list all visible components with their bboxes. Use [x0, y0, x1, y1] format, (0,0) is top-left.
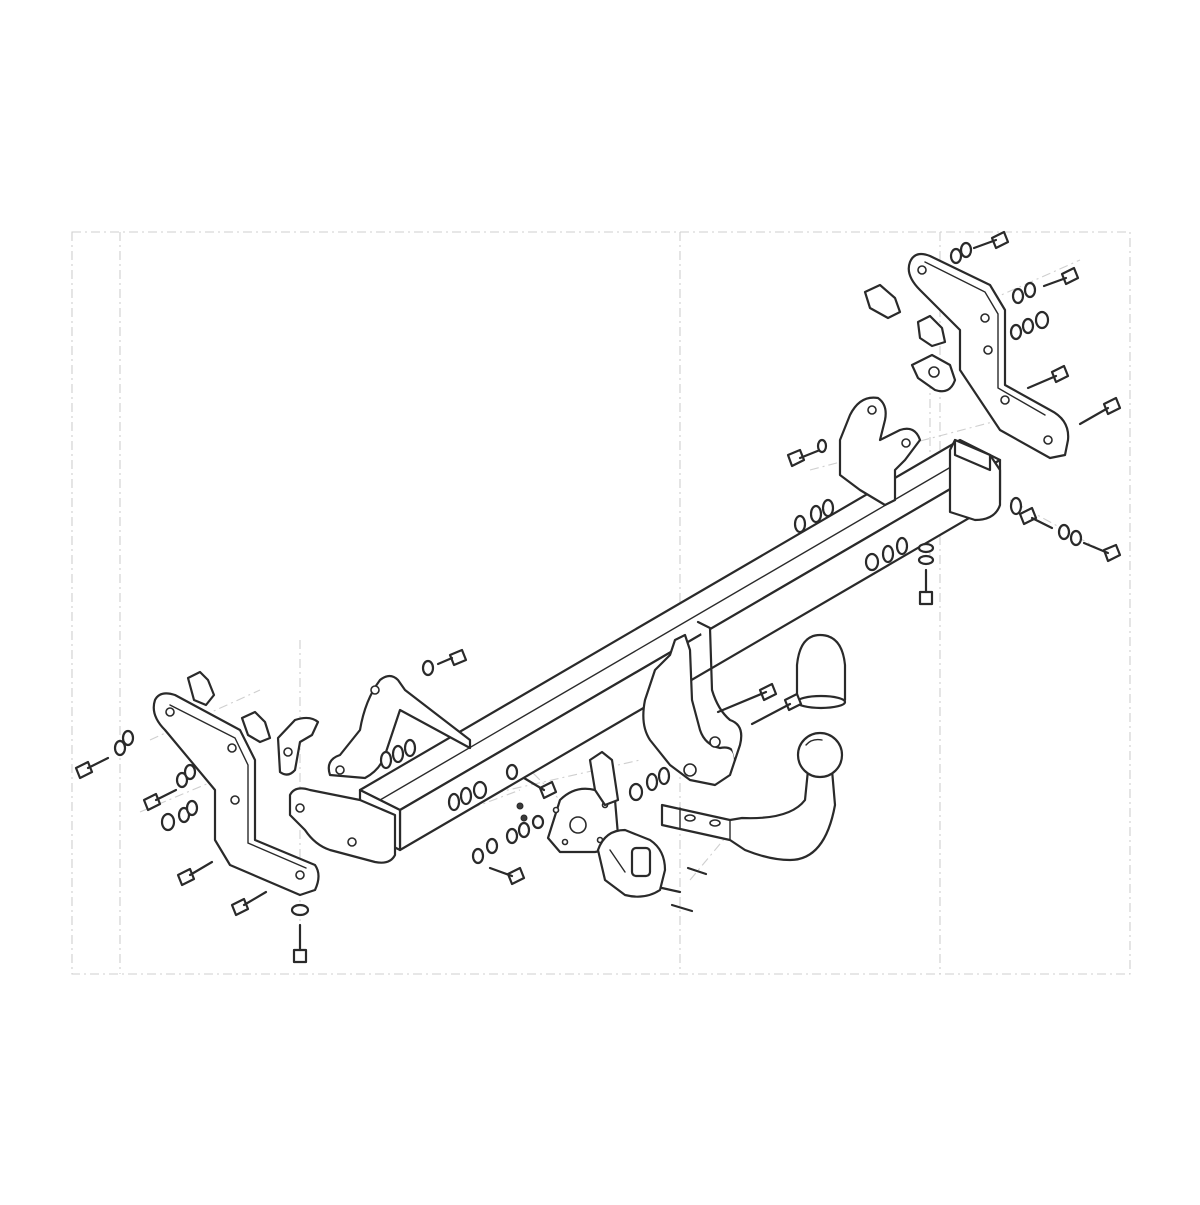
right-clips: [863, 283, 957, 393]
washer: [793, 514, 807, 534]
left-clips: [186, 670, 272, 744]
nut: [531, 814, 545, 830]
left-inner-plate: [288, 674, 472, 864]
nut: [520, 814, 528, 822]
left-bracket: [152, 692, 320, 897]
washer: [657, 766, 671, 786]
washer: [959, 241, 973, 259]
bolt: [750, 692, 803, 726]
washer: [1011, 287, 1025, 305]
washer: [917, 542, 935, 554]
washer: [403, 738, 417, 758]
bolt: [972, 230, 1010, 250]
beam-end-cap-right: [948, 438, 1002, 522]
washer: [485, 837, 499, 855]
washer: [949, 247, 963, 265]
right-inner-bracket: [838, 396, 922, 507]
washer: [895, 536, 909, 556]
right-bracket: [907, 252, 1070, 460]
bolt: [1078, 396, 1122, 426]
bolt: [716, 682, 778, 714]
washer: [1009, 496, 1023, 516]
washer: [1021, 317, 1035, 335]
nut: [864, 552, 880, 572]
tow-ball-neck: [660, 768, 837, 862]
bolt: [1082, 541, 1122, 563]
tow-ball: [796, 731, 844, 779]
bolt: [292, 923, 308, 964]
bolt: [786, 448, 822, 468]
bolt: [142, 788, 178, 812]
washer: [183, 763, 197, 781]
bolt: [1026, 364, 1070, 390]
washer: [917, 554, 935, 566]
bolt: [660, 886, 682, 894]
bolt: [74, 756, 110, 780]
washer: [121, 729, 135, 747]
washer: [881, 544, 895, 564]
nut: [516, 802, 524, 810]
washer: [290, 903, 310, 917]
bolt: [436, 648, 468, 667]
bolt: [918, 568, 934, 606]
washer: [505, 827, 519, 845]
washer: [391, 744, 405, 764]
washer: [379, 750, 393, 770]
bolt: [230, 890, 268, 917]
bolt: [686, 866, 708, 876]
bolt: [1042, 266, 1080, 288]
bolt: [176, 860, 214, 887]
washer: [185, 799, 199, 817]
washer: [505, 763, 519, 781]
washer: [821, 498, 835, 518]
bolt: [522, 776, 558, 800]
washer: [459, 786, 473, 806]
bolts: [74, 230, 1122, 964]
bolt: [488, 866, 526, 886]
washers-and-nuts: [113, 241, 1083, 917]
washer: [1023, 281, 1037, 299]
nut: [472, 780, 488, 800]
washer: [1009, 323, 1023, 341]
electrical-socket: [596, 828, 667, 898]
washer: [421, 659, 435, 677]
washer: [816, 438, 828, 454]
washer: [628, 782, 644, 802]
nut: [1034, 310, 1050, 330]
washer: [471, 847, 485, 865]
washer: [1069, 529, 1083, 547]
washer: [113, 739, 127, 757]
washer: [809, 504, 823, 524]
washer: [175, 771, 189, 789]
center-bracket: [642, 620, 743, 787]
washer: [517, 821, 531, 839]
bolt: [1018, 506, 1054, 530]
washer: [447, 792, 461, 812]
ball-cap: [795, 633, 847, 710]
nut: [160, 812, 176, 832]
washer: [645, 772, 659, 792]
washer: [1057, 523, 1071, 541]
left-l-bracket: [276, 716, 320, 776]
bolt: [670, 903, 694, 913]
socket-plate: [546, 750, 620, 854]
